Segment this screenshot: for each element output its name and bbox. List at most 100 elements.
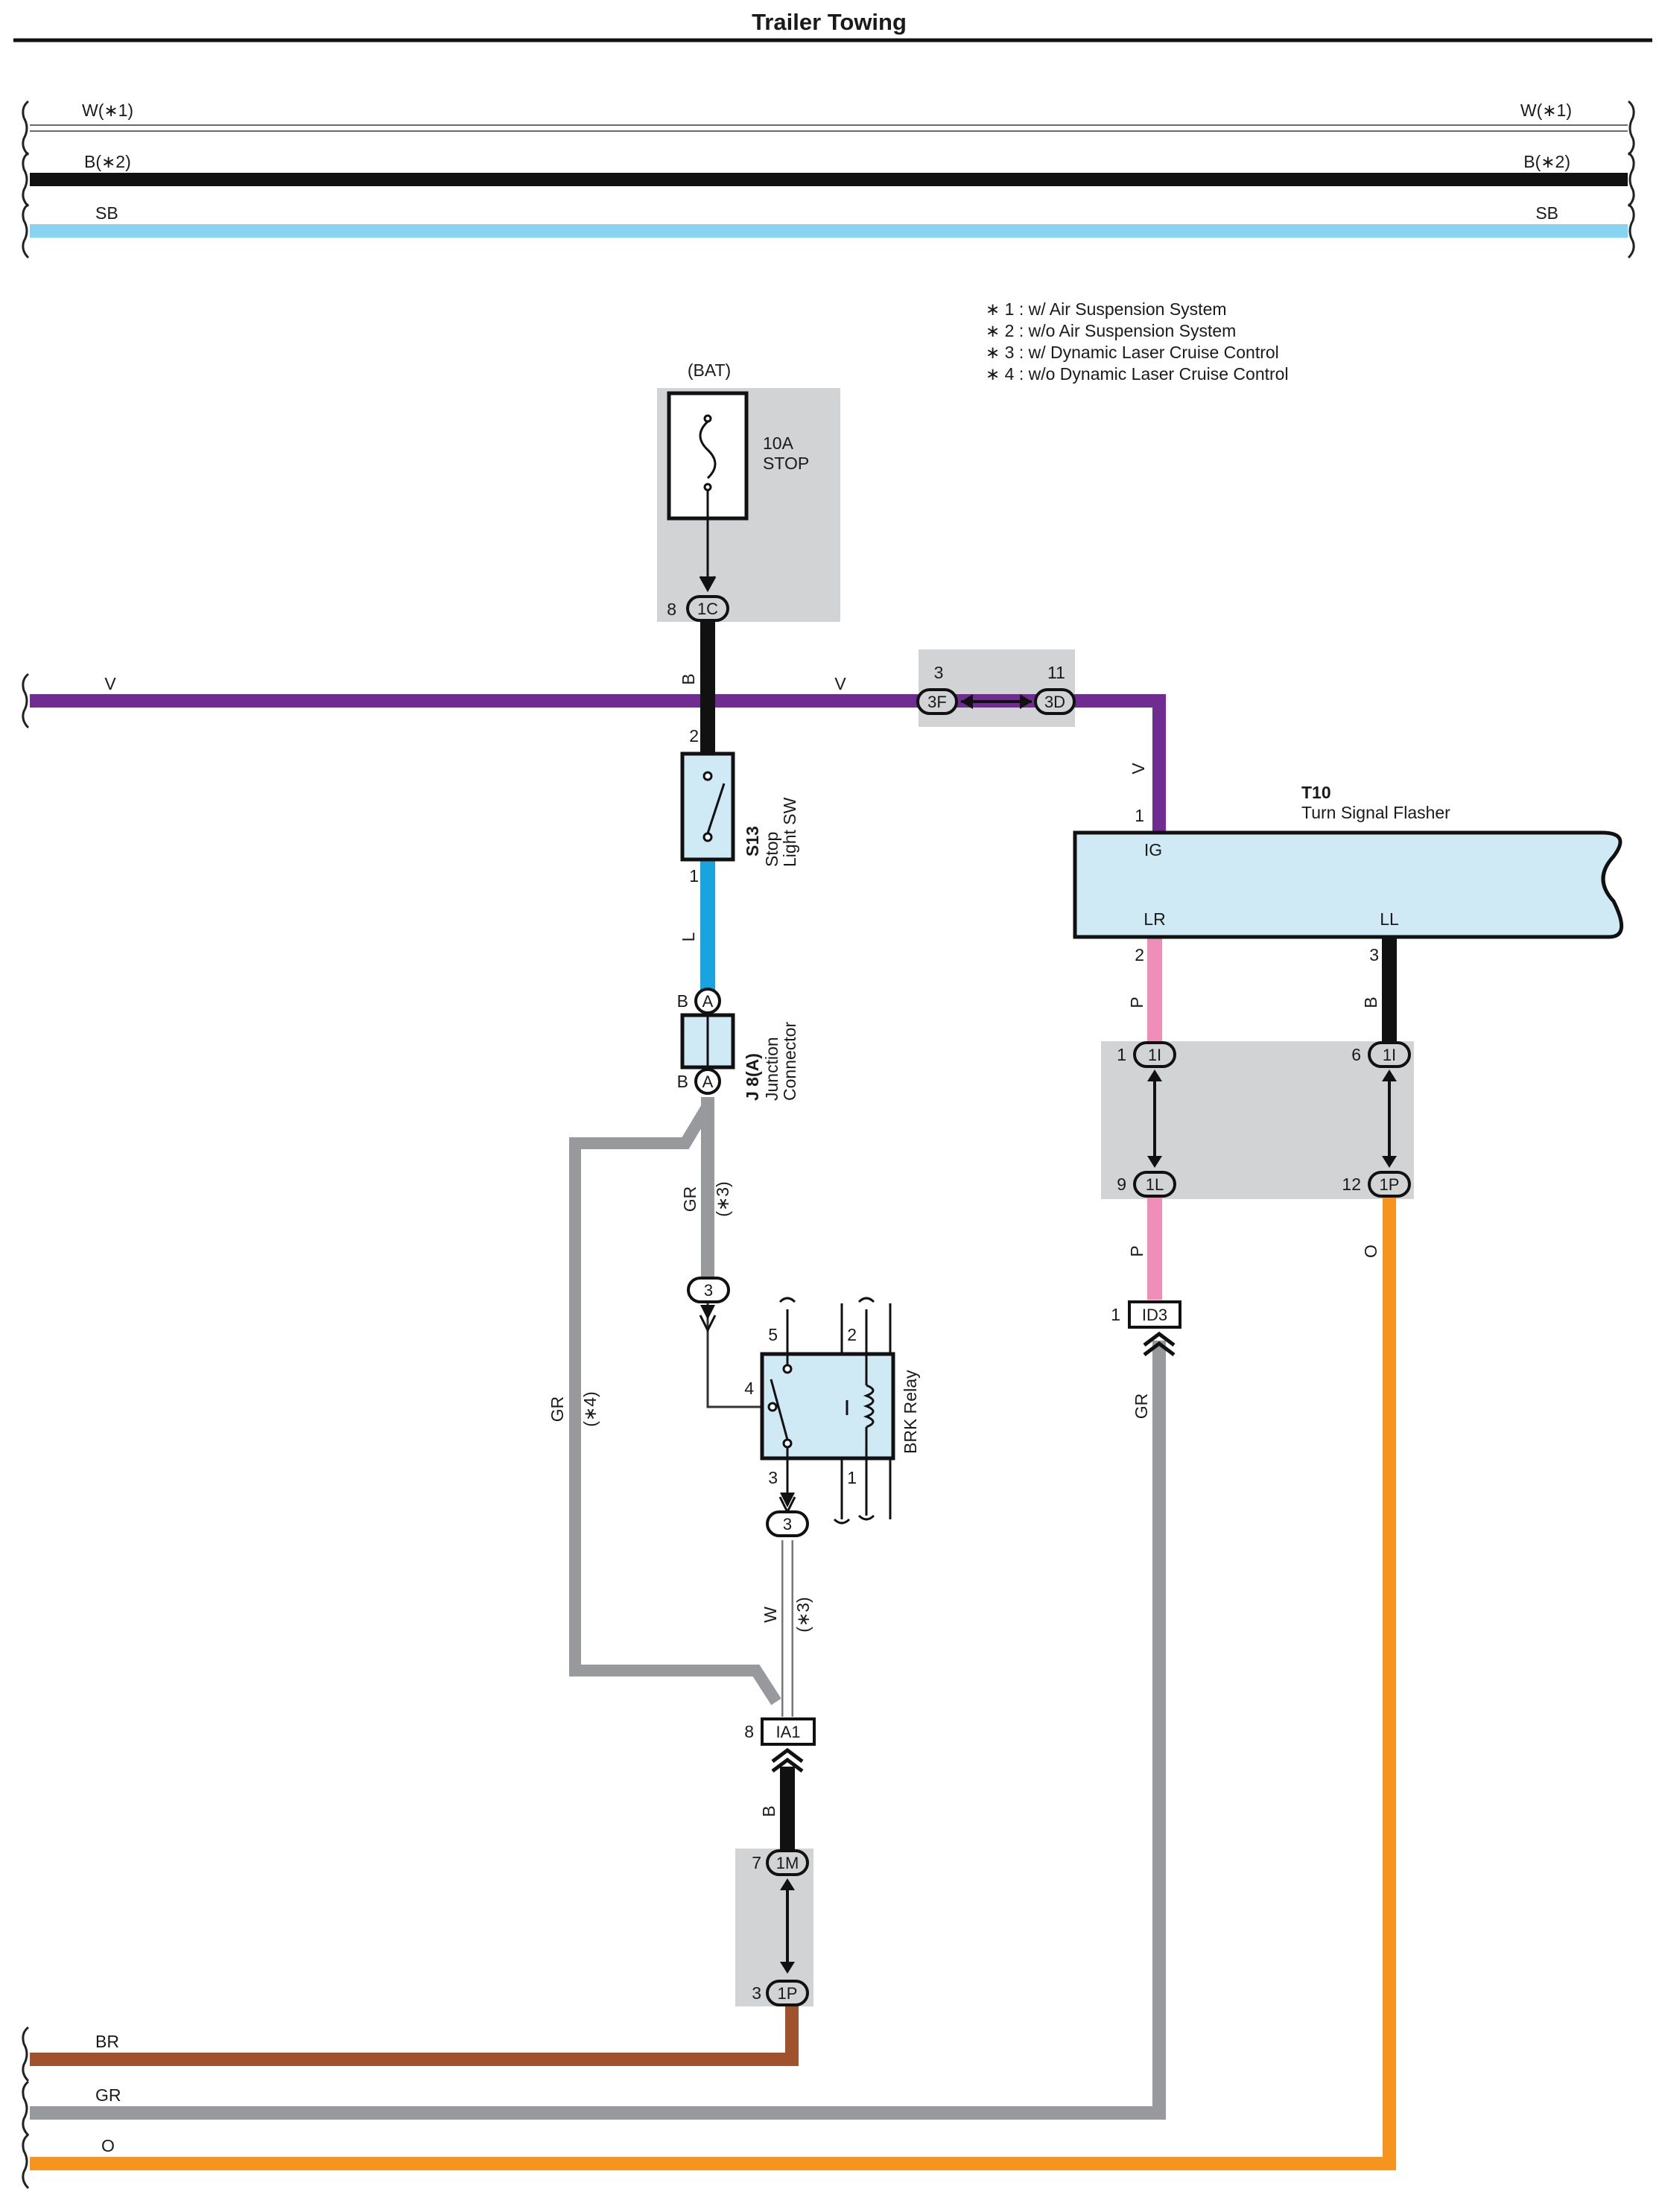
stop-switch-name-2: Light SW bbox=[780, 797, 799, 867]
connector-1i-left bbox=[1133, 1041, 1176, 1068]
wire-p-lr-label: P bbox=[1127, 997, 1146, 1008]
brk-relay-pin-5: 5 bbox=[768, 1325, 778, 1344]
svg-text:3: 3 bbox=[783, 1515, 792, 1534]
wire-b-ia1-label: B bbox=[759, 1805, 778, 1817]
svg-text:1I: 1I bbox=[1383, 1046, 1396, 1064]
wire-relay-pin4 bbox=[706, 1303, 767, 1408]
svg-text:3F: 3F bbox=[927, 693, 947, 711]
flasher-pin-2: 2 bbox=[1135, 945, 1144, 964]
connector-ia1-pin: 8 bbox=[744, 1722, 754, 1741]
connector-3d-pin: 11 bbox=[1047, 663, 1065, 682]
fuse-source: (BAT) bbox=[688, 360, 731, 380]
brk-relay bbox=[760, 1352, 895, 1461]
connector-id3 bbox=[1128, 1300, 1181, 1329]
junction-top-pin: B bbox=[677, 991, 688, 1011]
wire-w-label: W bbox=[761, 1606, 780, 1623]
wire-gr-bypass-label: GR bbox=[548, 1396, 567, 1423]
stop-switch-name-1: Stop bbox=[762, 832, 781, 867]
svg-text:3D: 3D bbox=[1044, 693, 1065, 711]
brk-relay-pin-1: 1 bbox=[847, 1468, 857, 1487]
wire-w-note: (∗3) bbox=[793, 1597, 813, 1632]
connector-1p-lower bbox=[766, 1980, 809, 2006]
junction-bottom-terminal bbox=[694, 1068, 721, 1095]
wire-v bbox=[30, 694, 1166, 836]
svg-text:1L: 1L bbox=[1146, 1175, 1164, 1194]
flasher-id: T10 bbox=[1301, 783, 1331, 802]
brk-relay-contact-icon bbox=[770, 1379, 789, 1440]
brk-relay-connector-bottom bbox=[766, 1510, 809, 1537]
wire-v-flasher-label: V bbox=[1129, 763, 1148, 775]
fuse-name: STOP bbox=[763, 454, 809, 473]
connector-1m bbox=[766, 1849, 809, 1876]
connector-1c-pin: 8 bbox=[667, 600, 676, 619]
fuse-icon bbox=[699, 420, 717, 480]
connector-3f-pin: 3 bbox=[934, 663, 944, 682]
connector-ia1 bbox=[761, 1717, 816, 1746]
brk-relay-connector-top bbox=[687, 1277, 730, 1303]
brk-relay-pin-2: 2 bbox=[847, 1325, 857, 1344]
connector-1m-pin: 7 bbox=[752, 1853, 761, 1872]
brk-relay-coil-icon bbox=[863, 1384, 875, 1428]
note-1: ∗ 1 : w/ Air Suspension System bbox=[986, 299, 1227, 319]
svg-text:1P: 1P bbox=[1380, 1175, 1400, 1194]
junction-id: J 8(A) bbox=[743, 1053, 762, 1101]
brk-relay-pin-3: 3 bbox=[768, 1468, 778, 1487]
connector-1l bbox=[1133, 1171, 1176, 1198]
wire-b-fuse-label: B bbox=[679, 673, 698, 684]
svg-text:A: A bbox=[702, 1072, 714, 1091]
svg-text:1I: 1I bbox=[1148, 1046, 1161, 1064]
wire-gr-junction-label: GR bbox=[680, 1186, 700, 1213]
page-title: Trailer Towing bbox=[752, 9, 907, 35]
top-wire-b-left-label: B(∗2) bbox=[84, 152, 131, 171]
svg-text:A: A bbox=[702, 992, 714, 1011]
wire-gr-junction-note: (∗3) bbox=[713, 1181, 732, 1216]
stop-switch-id: S13 bbox=[743, 826, 762, 856]
flasher-pin-3: 3 bbox=[1369, 945, 1379, 964]
top-wire-w-left-label: W(∗1) bbox=[82, 101, 133, 120]
svg-text:ID3: ID3 bbox=[1142, 1306, 1167, 1324]
note-4: ∗ 4 : w/o Dynamic Laser Cruise Control bbox=[986, 364, 1289, 384]
stop-light-switch[interactable] bbox=[680, 751, 735, 862]
wire-v-mid-label: V bbox=[834, 674, 846, 693]
svg-text:1P: 1P bbox=[778, 1984, 798, 2003]
connector-1p-right bbox=[1368, 1171, 1411, 1198]
wire-l-label: L bbox=[679, 932, 698, 941]
top-wire-sb-right-label: SB bbox=[1535, 203, 1558, 223]
connector-1c bbox=[686, 595, 729, 622]
junction-name-2: Connector bbox=[780, 1022, 799, 1101]
wire-gr-id3 bbox=[30, 1341, 1166, 2120]
top-wire-b-right-label: B(∗2) bbox=[1523, 152, 1570, 171]
flasher-pin-ig: IG bbox=[1144, 840, 1162, 859]
connector-3f bbox=[916, 688, 958, 715]
flasher-pin-ll: LL bbox=[1380, 909, 1399, 929]
wire-br bbox=[30, 2005, 799, 2066]
note-2: ∗ 2 : w/o Air Suspension System bbox=[986, 321, 1236, 340]
connector-1i-left-pin: 1 bbox=[1117, 1045, 1126, 1064]
stop-switch-contact-icon bbox=[706, 783, 726, 834]
turn-signal-flasher bbox=[1073, 830, 1624, 939]
stop-switch-pin-top: 2 bbox=[689, 726, 699, 746]
flasher-pin-lr: LR bbox=[1143, 909, 1165, 929]
wire-gr-bypass bbox=[569, 1102, 781, 1706]
connector-1l-pin: 9 bbox=[1117, 1175, 1126, 1194]
bottom-wire-br-label: BR bbox=[95, 2032, 119, 2051]
connector-3d bbox=[1034, 688, 1076, 715]
flasher-name: Turn Signal Flasher bbox=[1301, 803, 1450, 822]
connector-id3-pin: 1 bbox=[1111, 1305, 1120, 1324]
svg-text:3: 3 bbox=[704, 1281, 713, 1300]
wire-v-left-label: V bbox=[104, 674, 116, 693]
right-continuation-marks bbox=[1627, 100, 1635, 259]
stop-switch-pin-bottom: 1 bbox=[689, 866, 699, 886]
junction-bottom-pin: B bbox=[677, 1072, 688, 1091]
wire-o-label: O bbox=[1361, 1245, 1380, 1258]
note-3: ∗ 3 : w/ Dynamic Laser Cruise Control bbox=[986, 343, 1279, 362]
svg-text:IA1: IA1 bbox=[775, 1723, 800, 1741]
wire-gr-id3-label: GR bbox=[1132, 1393, 1151, 1420]
top-wire-sb-left-label: SB bbox=[95, 203, 118, 223]
top-wire-w-right-label: W(∗1) bbox=[1520, 101, 1572, 120]
junction-name-1: Junction bbox=[762, 1037, 781, 1101]
wire-o bbox=[30, 1198, 1396, 2170]
connector-1i-right-pin: 6 bbox=[1351, 1045, 1361, 1064]
svg-text:1M: 1M bbox=[776, 1854, 799, 1872]
